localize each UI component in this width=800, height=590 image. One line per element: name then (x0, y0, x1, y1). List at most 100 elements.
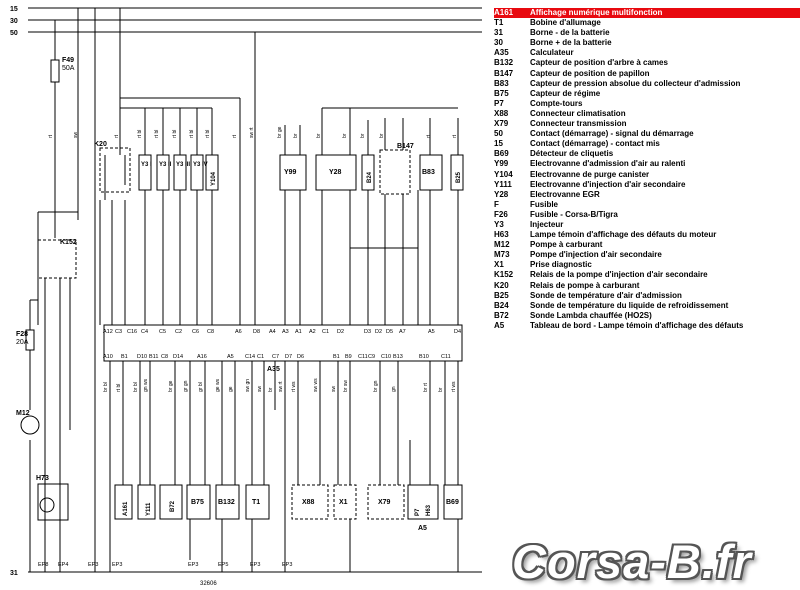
legend-description: Compte-tours (530, 98, 583, 108)
b24-box (361, 154, 375, 191)
connector-pin-top: C16 (127, 329, 137, 335)
legend-description: Lampe témoin d'affichage des défauts du … (530, 230, 717, 240)
connector-pin-bottom: B11 (149, 354, 158, 360)
y28-label: Y28 (329, 169, 342, 176)
x79-box (367, 484, 405, 520)
connector-pin-top: D4 (454, 329, 461, 335)
b132-label: B132 (218, 499, 235, 506)
k20-relay (99, 147, 131, 193)
x79-label: X79 (378, 499, 391, 506)
legend-description: Capteur de position d'arbre à cames (530, 58, 668, 68)
p7-label: P7 (415, 508, 421, 516)
connector-pin-bottom: C9 (368, 354, 375, 360)
y99-label: Y99 (284, 169, 297, 176)
legend-code: B75 (494, 88, 509, 98)
wire-color-label: sw rt (278, 381, 284, 392)
connector-pin-top: A4 (269, 329, 276, 335)
y99-box (279, 154, 307, 191)
x88-box (291, 484, 329, 520)
wire-color-label: rt ws (451, 381, 457, 392)
b24-label: B24 (367, 171, 373, 183)
b75-box (186, 484, 211, 520)
connector-pin-top: A1 (295, 329, 302, 335)
connector-pin-top: C1 (322, 329, 329, 335)
a5-label: A5 (418, 525, 427, 532)
legend-description: Prise diagnostic (530, 260, 592, 270)
legend-description: Calculateur (530, 48, 574, 58)
k152-relay (37, 239, 77, 279)
legend-description: Sonde de température d'air d'admission (530, 290, 682, 300)
legend-description: Pompe à carburant (530, 240, 603, 250)
m12-motor (20, 415, 40, 435)
wire-color-label: br gn (373, 380, 379, 392)
f28-rating: 20A (16, 339, 29, 346)
f28-label: F28 (16, 331, 28, 338)
connector-pin-bottom: A10 (103, 354, 113, 360)
legend-item: Y104 Electrovanne de purge canister (494, 170, 800, 180)
legend-item: M12 Pompe à carburant (494, 240, 800, 250)
legend-code: Y104 (494, 169, 513, 179)
legend-code: M12 (494, 240, 510, 250)
y111-label: Y111 (146, 502, 152, 516)
y111-box (137, 484, 156, 520)
wire-color-label: sw (331, 386, 337, 393)
legend-description: Electrovanne de purge canister (530, 169, 650, 179)
connector-pin-top: D2 (337, 329, 344, 335)
legend-code: B132 (494, 58, 514, 68)
connector-pin-bottom: D10 (137, 354, 147, 360)
wire-color-label: br sw (343, 380, 349, 392)
legend-code: A161 (494, 8, 514, 17)
connector-pin-bottom: C8 (161, 354, 168, 360)
f49-rating: 50A (62, 65, 75, 72)
y104-label: Y104 (211, 171, 217, 186)
sheet-number: 32606 (200, 581, 217, 587)
ground-ref: EP4 (58, 562, 68, 568)
legend-code: B72 (494, 310, 509, 320)
ground-ref: EP3 (88, 562, 98, 568)
f28-fuse (25, 329, 35, 351)
wire-color-label: rt bl (154, 130, 160, 138)
connector-pin-bottom: B1 (121, 354, 128, 360)
wire-color-label: br bl (103, 382, 109, 392)
wire-color-label: gr gn (183, 380, 189, 392)
connector-pin-bottom: B1 (333, 354, 340, 360)
connector-pin-top: D2 (375, 329, 382, 335)
legend-description: Fusible (530, 199, 559, 209)
legend-description: Relais de pompe à carburant (530, 280, 640, 290)
k152-label: K152 (60, 239, 77, 246)
legend-code: X79 (494, 119, 509, 129)
wire-color-label: rt ws (291, 381, 297, 392)
wire-color-label: br (268, 387, 274, 392)
b69-box (443, 484, 463, 520)
legend-code: 50 (494, 129, 503, 139)
k20-label: K20 (94, 141, 107, 148)
legend-code: 30 (494, 38, 503, 48)
legend-code: A35 (494, 48, 509, 58)
legend-description: Tableau de bord - Lampe témoin d'afficha… (530, 320, 744, 330)
wire-color-label: br (316, 133, 322, 138)
connector-pin-bottom: C1 (257, 354, 264, 360)
legend-code: H63 (494, 230, 509, 240)
connector-pin-bottom: C11 (358, 354, 368, 360)
legend-code: P7 (494, 98, 504, 108)
connector-pin-top: A2 (309, 329, 316, 335)
legend-description: Contact (démarrage) - signal du démarrag… (530, 129, 694, 139)
legend-code: Y111 (494, 179, 512, 189)
legend-description: Capteur de pression absolue du collecteu… (530, 78, 741, 88)
h73-box (37, 483, 69, 521)
wire-color-label: br ge (277, 126, 283, 138)
connector-pin-top: C4 (141, 329, 148, 335)
connector-pin-bottom: B10 (419, 354, 429, 360)
t1-box (245, 484, 270, 520)
